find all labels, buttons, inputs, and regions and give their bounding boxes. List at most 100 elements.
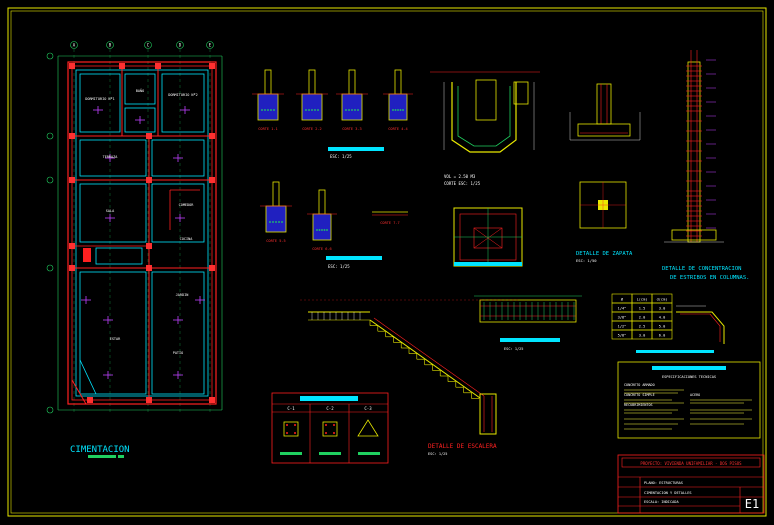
corte-aggregate — [326, 229, 328, 231]
specs-section: ACERO — [690, 393, 700, 397]
zapata-scale: ESC: 1/50 — [576, 258, 597, 263]
project-title: PROYECTO: VIVIENDA UNIFAMILIAR - DOS PIS… — [640, 461, 742, 466]
corte-aggregate — [402, 109, 404, 111]
corte-aggregate — [270, 109, 272, 111]
columnas-table: C-1 C-2 C-3 — [271, 392, 389, 464]
plan-column — [209, 177, 215, 183]
corte-aggregate — [351, 109, 353, 111]
columna-label: C-2 — [326, 406, 334, 411]
rebar-table-text: 3/8" — [618, 315, 627, 319]
rebar-table-text: 5/8" — [618, 333, 627, 337]
plan-column — [146, 265, 152, 271]
rebar-table-text: 2.0 — [639, 315, 646, 319]
plan-column — [146, 397, 152, 403]
corte-aggregate — [275, 221, 277, 223]
rebar-table-text: 6.0 — [659, 333, 666, 337]
corte-footing — [301, 93, 323, 121]
corte-footing — [341, 93, 363, 121]
room-label: BAÑO — [136, 88, 144, 93]
zapata-title: DETALLE DE ZAPATA — [576, 251, 633, 257]
plan-column — [146, 133, 152, 139]
corte-aggregate — [311, 109, 313, 111]
corte-label: CORTE 2-2 — [302, 127, 321, 131]
hook-detail — [676, 305, 725, 344]
room-label: ESTAR — [110, 337, 121, 341]
corte-aggregate — [272, 221, 274, 223]
corte-aggregate — [314, 109, 316, 111]
title-row: ESCALA: INDICADA — [644, 500, 679, 504]
rebar-table-text: 2.5 — [639, 324, 646, 328]
corte-aggregate — [399, 109, 402, 111]
title-row: CIMENTACION Y DETALLES — [644, 491, 692, 495]
corte-footing — [257, 93, 279, 121]
rebar-table-text: 5.0 — [659, 324, 666, 328]
corte-aggregate — [317, 109, 319, 111]
axis-label: C — [147, 43, 150, 48]
plan-column — [146, 177, 152, 183]
axis-bubble — [144, 41, 152, 49]
corte-aggregate — [267, 109, 269, 111]
escalera-detail: DETALLE DE ESCALERA ESC: 1/25 — [300, 299, 520, 456]
corte-label: CORTE 6-6 — [312, 247, 331, 251]
corte-aggregate — [316, 229, 318, 231]
plan-column — [146, 243, 152, 249]
corte-aggregate — [278, 221, 280, 223]
columna-label: C-3 — [364, 406, 372, 411]
room-label: COCINA — [180, 237, 194, 241]
plan-column — [119, 63, 125, 69]
corte-aggregate — [273, 109, 275, 111]
specs-section: CONCRETO ARMADO — [624, 383, 655, 387]
specs-box: ESPECIFICACIONES TECNICAS CONCRETO ARMAD… — [617, 361, 761, 439]
viga-scale: ESC: 1/25 — [504, 347, 523, 351]
room-label: TERRAZA — [103, 155, 119, 159]
escalera-scale: ESC: 1/25 — [428, 452, 447, 456]
axis-bubble — [176, 41, 184, 49]
corte-aggregate — [392, 109, 394, 111]
axis-bubble — [106, 41, 114, 49]
columna-label: C-1 — [287, 406, 295, 411]
corte-label: CORTE 4-4 — [388, 127, 407, 131]
rebar-table-text: 1/4" — [618, 306, 627, 310]
cortes-mid-scale: ESC: 1/25 — [328, 264, 350, 269]
corte-aggregate — [261, 109, 263, 111]
rebar-table-text: 3.0 — [639, 333, 646, 337]
room-label: PATIO — [173, 351, 184, 355]
cisterna-scale: CORTE ESC: 1/25 — [444, 181, 481, 186]
plan-column — [69, 265, 75, 271]
sheet-number: E1 — [745, 497, 759, 511]
corte-aggregate — [308, 109, 310, 111]
corte-aggregate — [281, 221, 283, 223]
corte-aggregate — [348, 109, 350, 111]
axis-bubble — [46, 264, 54, 272]
rebar-table-text: Ø — [621, 296, 624, 301]
estribos-title-2: DE ESTRIBOS EN COLUMNAS. — [670, 275, 749, 281]
corte-aggregate — [264, 109, 266, 111]
zapata-detail: DETALLE DE ZAPATA ESC: 1/50 — [569, 83, 641, 263]
rebar-table-text: L(cm) — [637, 297, 648, 301]
room-label: JARDIN — [176, 293, 189, 297]
rebar-table-cell — [651, 329, 673, 340]
corte-aggregate — [397, 109, 399, 111]
axis-bubble — [46, 176, 54, 184]
corte-aggregate — [321, 229, 323, 231]
specs-heading: ESPECIFICACIONES TECNICAS — [662, 375, 716, 379]
axis-bubble — [46, 132, 54, 140]
axis-bubble — [46, 406, 54, 414]
plan-column — [209, 133, 215, 139]
sheet-border — [7, 7, 767, 517]
corte-label: CORTE 1-1 — [258, 127, 277, 131]
viga-detail: ESC: 1/25 — [474, 295, 582, 351]
plan-column — [209, 63, 215, 69]
room-label: COMEDOR — [179, 203, 195, 207]
estribos-title-1: DETALLE DE CONCENTRACION — [662, 266, 741, 272]
plan-column — [209, 397, 215, 403]
corte-label: CORTE 5-5 — [266, 239, 285, 243]
title-block: PROYECTO: VIVIENDA UNIFAMILIAR - DOS PIS… — [617, 454, 765, 514]
corte-footing — [265, 205, 287, 233]
specs-section: CONCRETO SIMPLE — [624, 393, 655, 397]
corte-label: CORTE 7-7 — [380, 221, 399, 225]
